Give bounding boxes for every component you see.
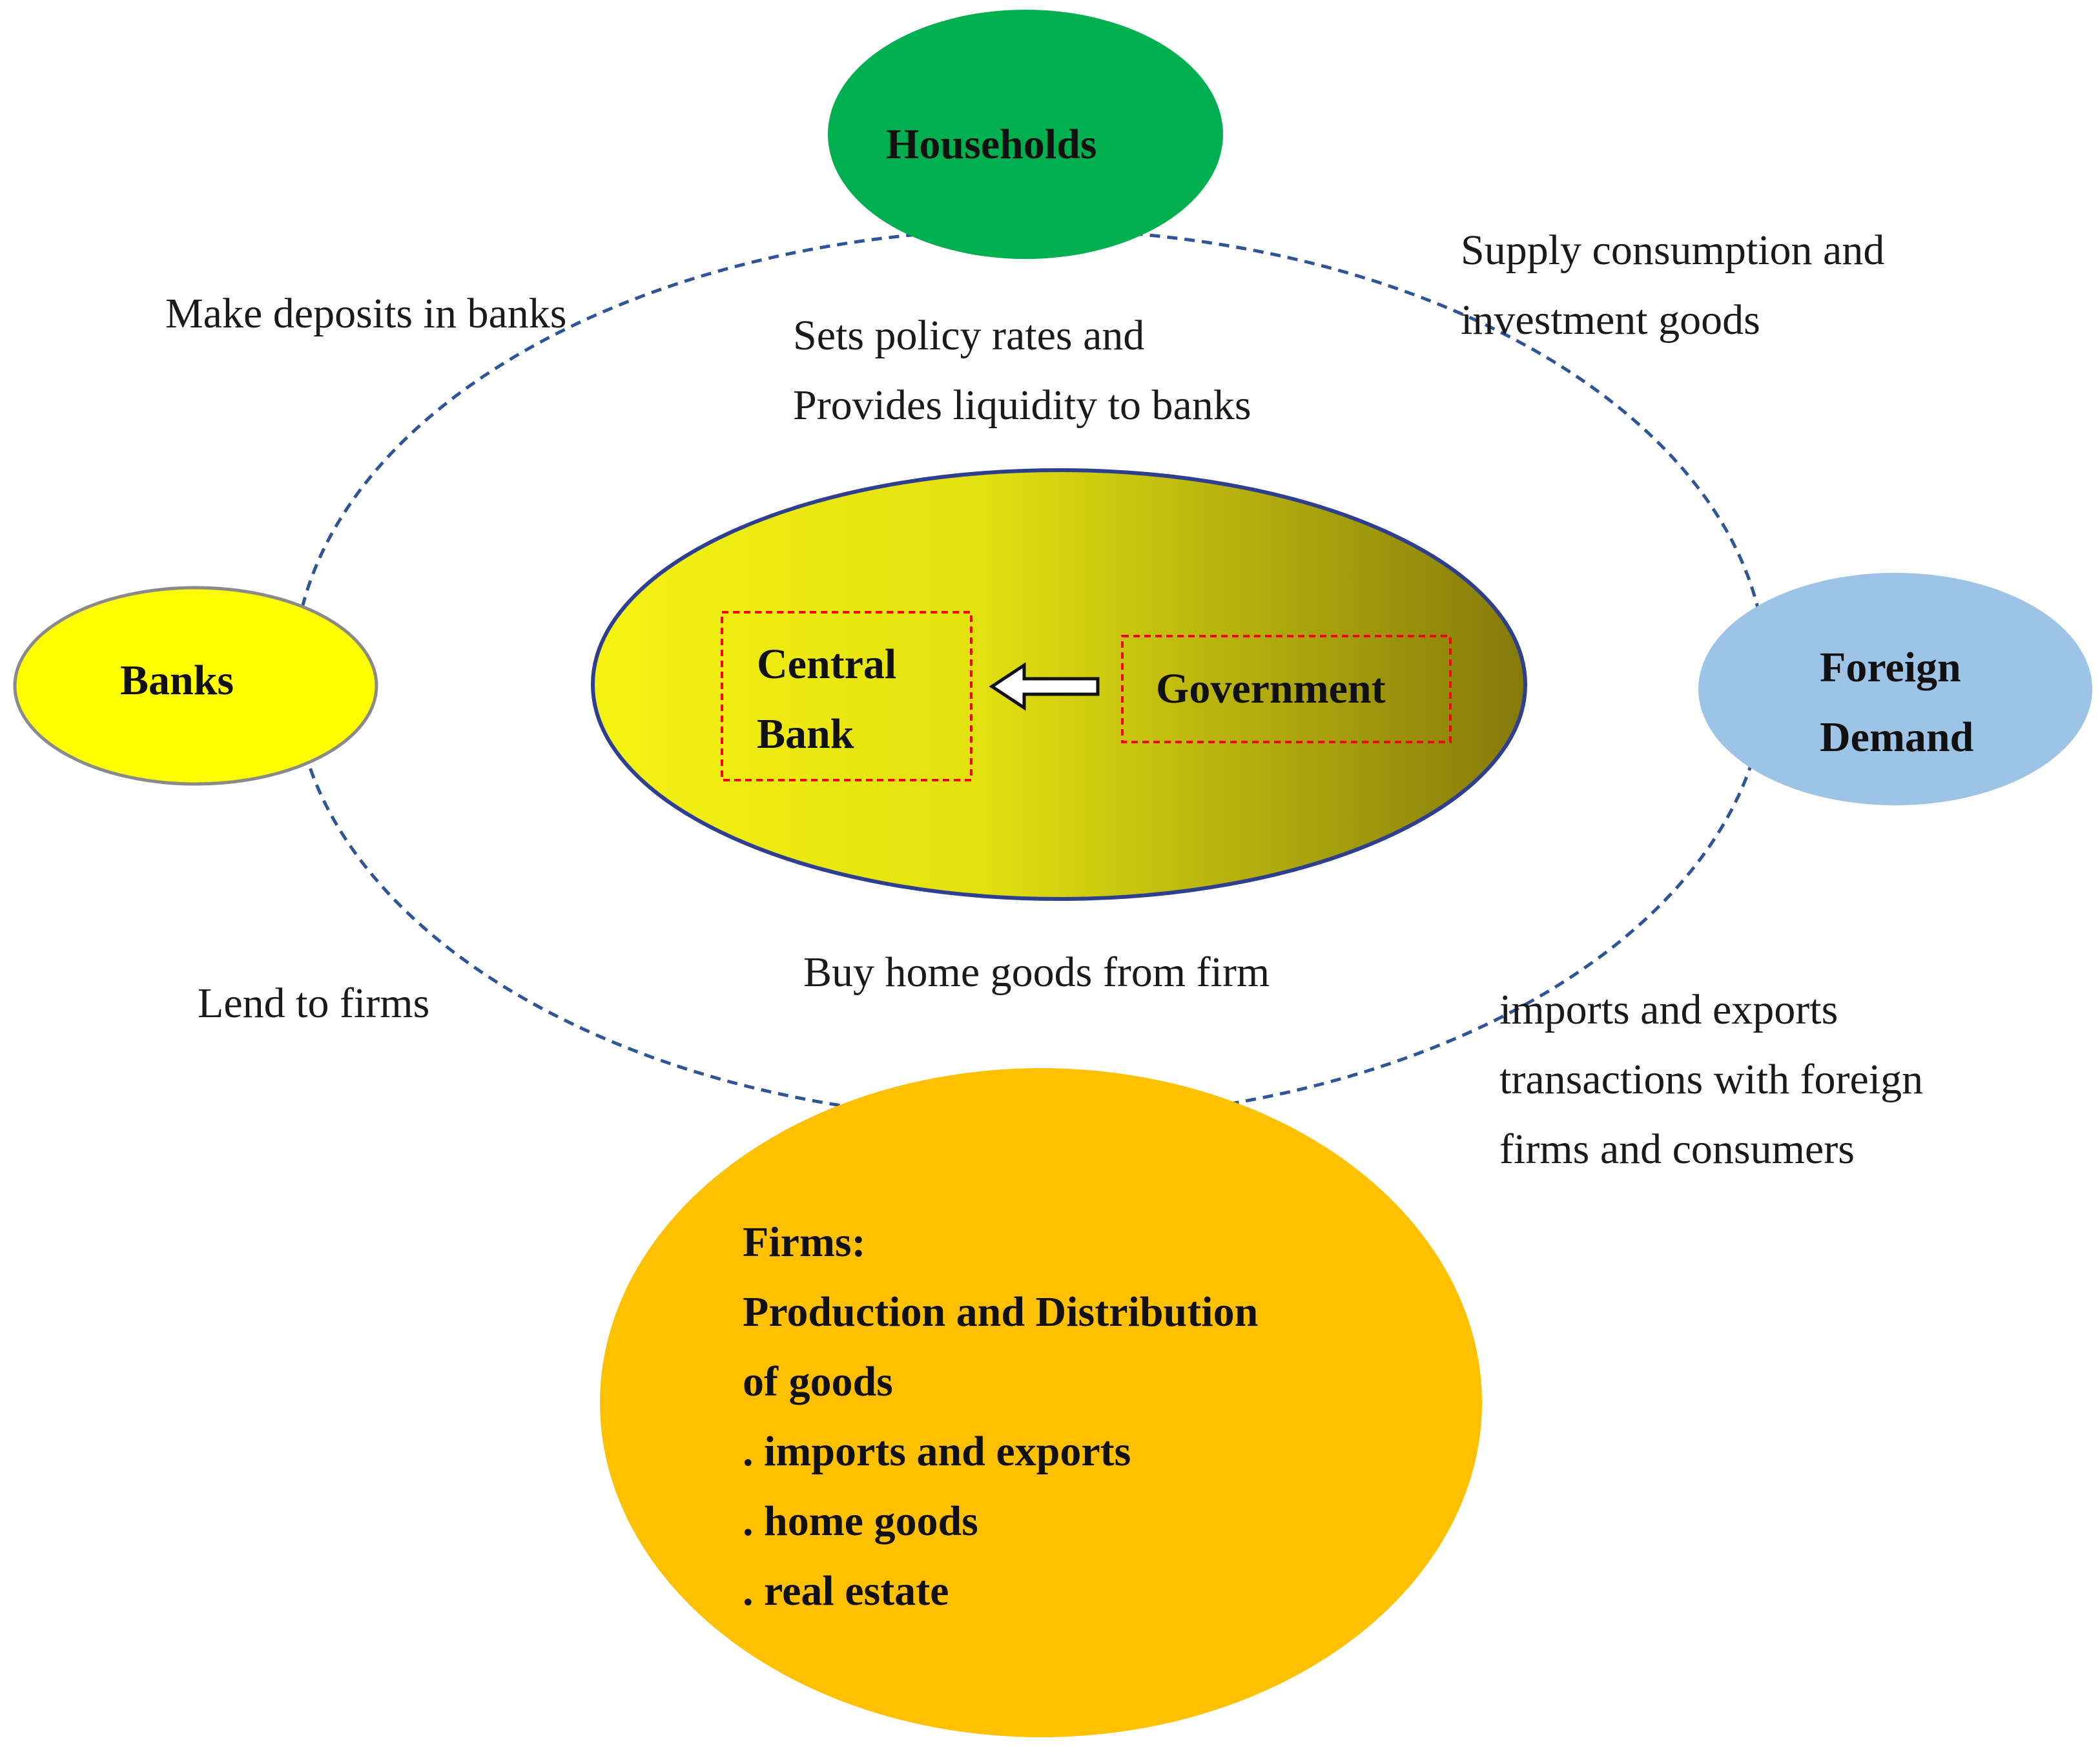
policy-edge-label: Sets policy rates and Provides liquidity… — [793, 301, 1251, 440]
government-box — [1121, 635, 1452, 743]
firms-ellipse — [600, 1068, 1482, 1737]
firms-line-4: . imports and exports — [743, 1428, 1131, 1475]
firms-line-6: . real estate — [743, 1567, 949, 1615]
policy-line-2: Provides liquidity to banks — [793, 382, 1251, 429]
supply-edge-label: Supply consumption and investment goods — [1461, 216, 1884, 355]
firms-line-3: of goods — [743, 1358, 893, 1405]
banks-label: Banks — [120, 657, 234, 704]
government-label: Government — [1156, 665, 1386, 712]
foreign-demand-ellipse — [1698, 573, 2092, 805]
households-ellipse — [828, 10, 1223, 259]
firms-line-2: Production and Distribution — [743, 1288, 1259, 1336]
lend-edge-label: Lend to firms — [198, 980, 430, 1027]
trade-line-1: imports and exports — [1499, 986, 1838, 1033]
central-bank-label: Central Bank — [757, 630, 896, 769]
deposits-edge-label: Make deposits in banks — [165, 290, 567, 337]
households-label: Households — [886, 121, 1097, 168]
central-bank-line-1: Central — [757, 641, 897, 688]
trade-line-2: transactions with foreign — [1499, 1056, 1924, 1103]
banks-ellipse — [13, 586, 378, 786]
firms-label: Firms: Production and Distribution of go… — [743, 1208, 1258, 1626]
supply-line-1: Supply consumption and — [1461, 227, 1885, 274]
foreign-demand-line-1: Foreign — [1820, 644, 1961, 691]
buy-home-edge-label: Buy home goods from firm — [803, 949, 1270, 996]
trade-line-3: firms and consumers — [1499, 1126, 1855, 1173]
arrow-left-icon — [989, 662, 1100, 711]
foreign-demand-label: Foreign Demand — [1820, 633, 1973, 772]
policy-line-1: Sets policy rates and — [793, 312, 1145, 359]
firms-line-1: Firms: — [743, 1219, 866, 1266]
central-bank-box — [721, 611, 973, 781]
foreign-demand-line-2: Demand — [1820, 714, 1974, 761]
central-bank-line-2: Bank — [757, 710, 854, 758]
supply-line-2: investment goods — [1461, 296, 1760, 344]
trade-edge-label: imports and exports transactions with fo… — [1499, 975, 1923, 1184]
firms-line-5: . home goods — [743, 1498, 978, 1545]
